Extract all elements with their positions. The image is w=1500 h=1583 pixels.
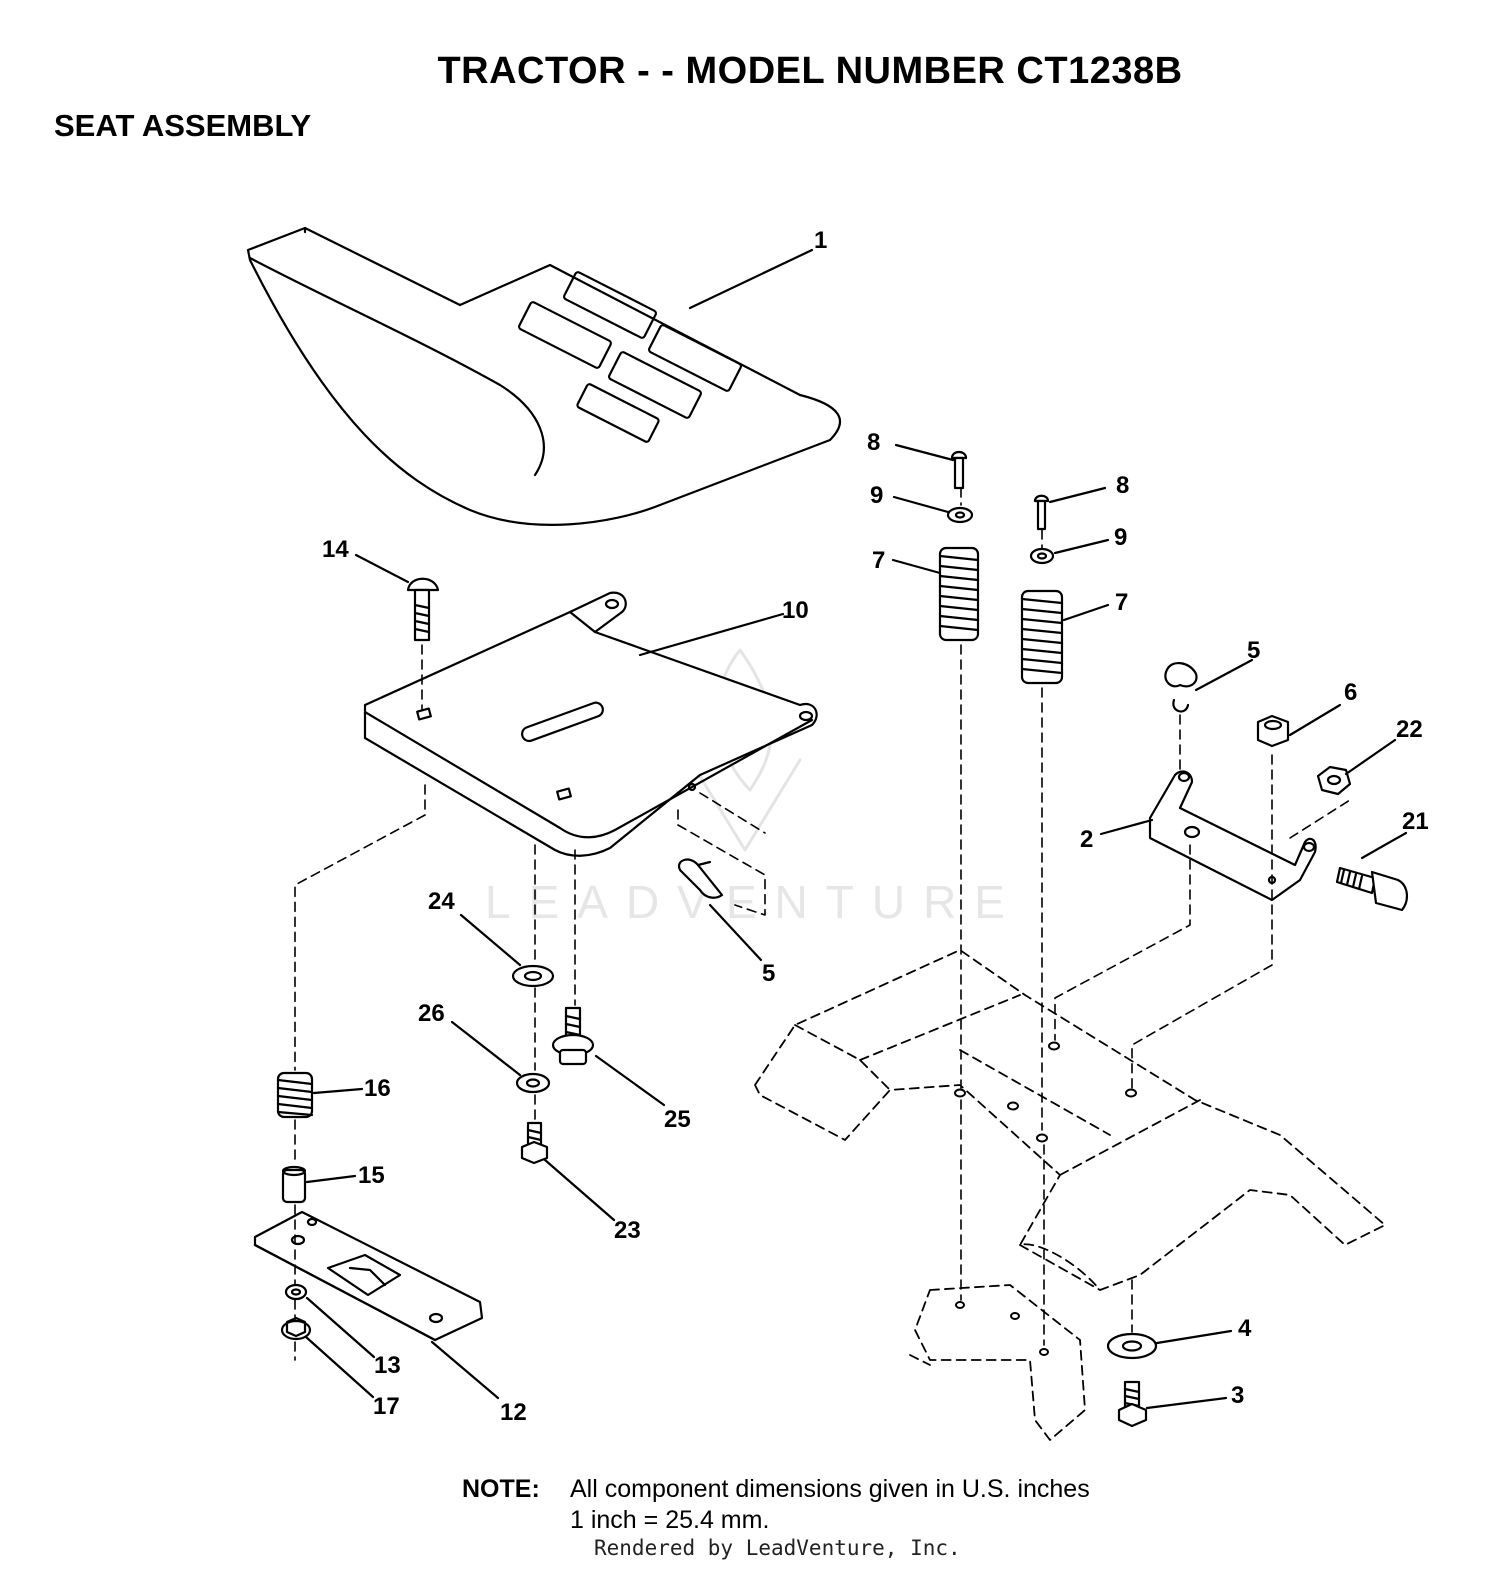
note-line-1: All component dimensions given in U.S. i… xyxy=(570,1475,1090,1503)
lock-nut[interactable] xyxy=(1316,765,1352,796)
watermark-text: LEADVENTURE xyxy=(485,876,1023,928)
flat-washer-left[interactable] xyxy=(511,964,555,988)
callout-22: 22 xyxy=(1396,716,1423,743)
callout-2: 2 xyxy=(1080,826,1093,853)
callout-7: 7 xyxy=(1115,589,1128,616)
hex-nut[interactable] xyxy=(1256,714,1290,748)
callout-leaders xyxy=(304,248,1408,1410)
callout-21: 21 xyxy=(1402,808,1429,835)
clip-upper[interactable] xyxy=(1164,662,1198,713)
clip-lower[interactable] xyxy=(677,858,724,899)
page-title: TRACTOR - - MODEL NUMBER CT1238B xyxy=(437,50,1183,92)
seat-slide-plate[interactable] xyxy=(253,1210,484,1342)
carriage-bolt[interactable] xyxy=(406,577,440,642)
spring-right[interactable] xyxy=(1020,589,1064,685)
note-line-2: 1 inch = 25.4 mm. xyxy=(570,1506,770,1534)
note-label: NOTE: xyxy=(462,1475,540,1503)
callout-9: 9 xyxy=(1114,524,1127,551)
callout-8: 8 xyxy=(1116,472,1129,499)
callout-26: 26 xyxy=(418,1000,445,1027)
pivot-bracket[interactable] xyxy=(1148,770,1317,902)
callout-7: 7 xyxy=(872,547,885,574)
shoulder-screw[interactable] xyxy=(551,1006,595,1066)
callout-4: 4 xyxy=(1238,1315,1252,1342)
callout-numbers: 1 8 9 8 9 7 7 14 10 5 6 22 2 21 24 5 26 … xyxy=(322,227,1429,1426)
dimension-note: NOTE: All component dimensions given in U… xyxy=(462,1474,1090,1536)
mounting-bolt[interactable] xyxy=(1117,1380,1148,1428)
rendered-by-credit: Rendered by LeadVenture, Inc. xyxy=(594,1536,961,1560)
shoulder-bolt[interactable] xyxy=(1335,866,1408,912)
spacer[interactable] xyxy=(281,1165,307,1204)
callout-5: 5 xyxy=(1247,637,1260,664)
fender-outline xyxy=(754,949,1386,1441)
spring-left[interactable] xyxy=(938,546,980,642)
callout-14: 14 xyxy=(322,536,349,563)
callout-5: 5 xyxy=(762,960,775,987)
callout-3: 3 xyxy=(1231,1382,1244,1409)
fender-holes xyxy=(954,1041,1137,1356)
screw-right[interactable] xyxy=(1033,494,1050,531)
callout-12: 12 xyxy=(500,1399,527,1426)
flat-washer-right[interactable] xyxy=(1106,1332,1158,1360)
seat-pan[interactable] xyxy=(363,591,818,857)
screw-left[interactable] xyxy=(950,450,968,490)
callout-9: 9 xyxy=(870,482,883,509)
callout-6: 6 xyxy=(1344,679,1357,706)
callout-13: 13 xyxy=(374,1352,401,1379)
assembly-centerlines xyxy=(294,487,1351,1361)
callout-16: 16 xyxy=(364,1075,391,1102)
callout-24: 24 xyxy=(428,888,455,915)
note-text: All component dimensions given in U.S. i… xyxy=(570,1474,1090,1536)
compression-spring[interactable] xyxy=(276,1071,314,1119)
callout-15: 15 xyxy=(358,1162,385,1189)
callout-1: 1 xyxy=(814,227,827,254)
seat[interactable] xyxy=(246,226,841,526)
washer-right[interactable] xyxy=(1029,547,1055,565)
callout-23: 23 xyxy=(614,1217,641,1244)
callout-17: 17 xyxy=(373,1393,400,1420)
hex-bolt[interactable] xyxy=(520,1121,549,1165)
flange-nut[interactable] xyxy=(280,1316,312,1341)
callout-25: 25 xyxy=(664,1106,691,1133)
section-title: SEAT ASSEMBLY xyxy=(54,108,312,143)
lock-washer[interactable] xyxy=(515,1072,551,1094)
washer-left[interactable] xyxy=(946,506,974,524)
callout-10: 10 xyxy=(782,597,809,624)
callout-8: 8 xyxy=(867,429,880,456)
small-nut[interactable] xyxy=(284,1283,308,1301)
